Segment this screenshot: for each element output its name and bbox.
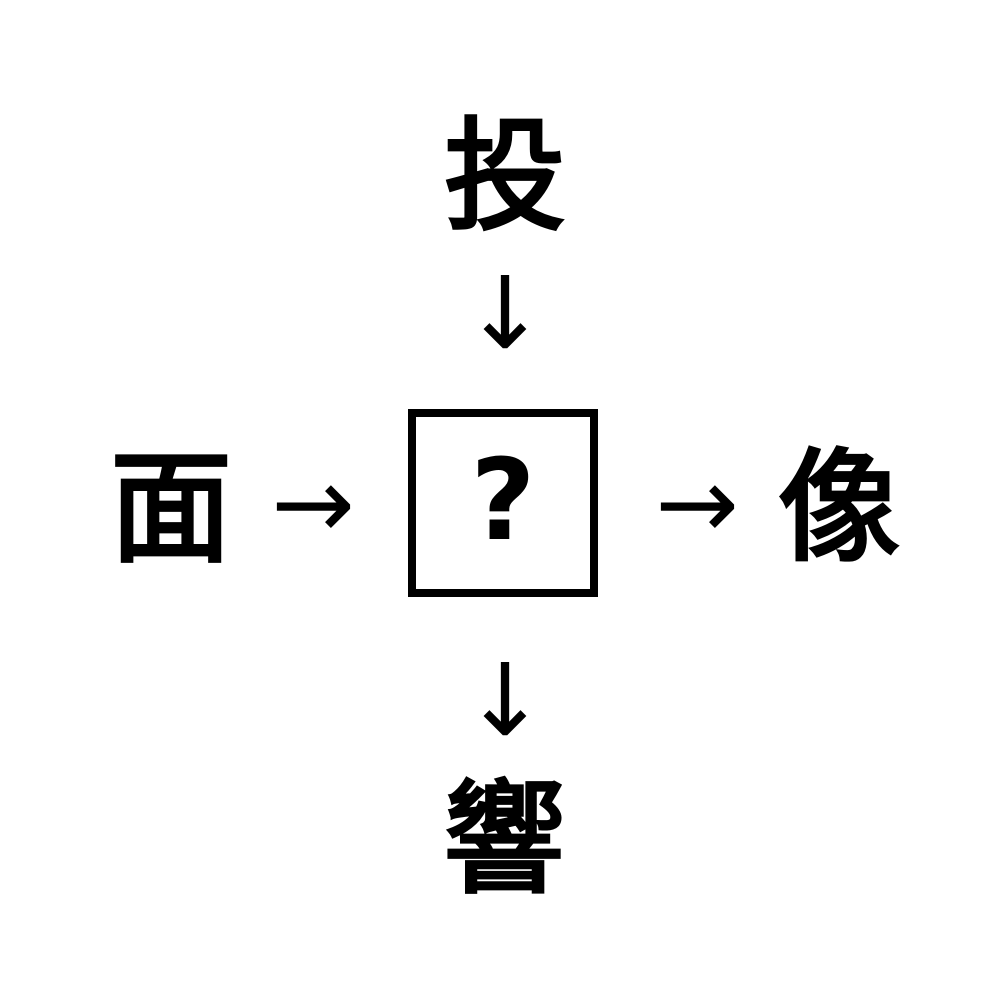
arrow-down-icon: ↓ bbox=[463, 642, 547, 759]
arrow-down-icon: ↓ bbox=[463, 255, 547, 372]
kanji-top: 投 bbox=[444, 106, 566, 248]
kanji-right: 像 bbox=[778, 437, 900, 579]
kanji-left: 面 bbox=[110, 438, 232, 580]
arrow-right-icon: → bbox=[271, 445, 355, 562]
question-mark: ? bbox=[470, 436, 536, 566]
kanji-bottom: 響 bbox=[443, 769, 565, 911]
arrow-right-icon: → bbox=[655, 445, 739, 562]
answer-box: ? bbox=[408, 409, 598, 597]
